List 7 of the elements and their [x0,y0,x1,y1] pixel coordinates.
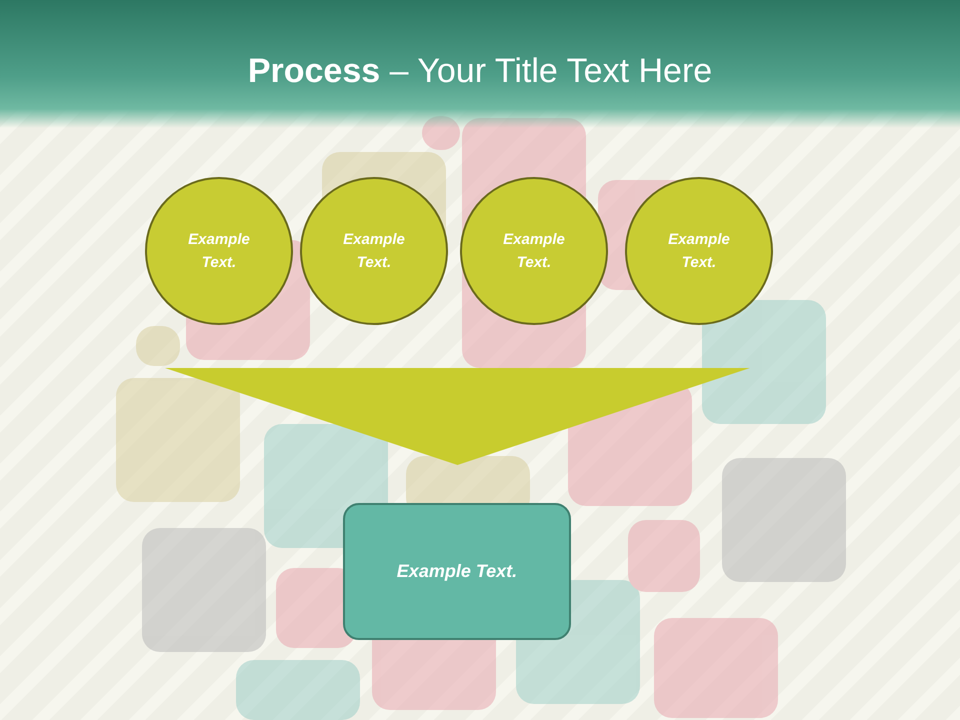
node-text: Example Text. [187,230,251,273]
node-text: Example Text. [502,230,566,273]
result-box [343,503,571,640]
node-text: Example Text. [342,230,406,273]
slide-title: Process – Your Title Text Here [246,52,714,91]
node-text: Example Text. [396,561,518,582]
node-text: Example Text. [667,230,731,273]
